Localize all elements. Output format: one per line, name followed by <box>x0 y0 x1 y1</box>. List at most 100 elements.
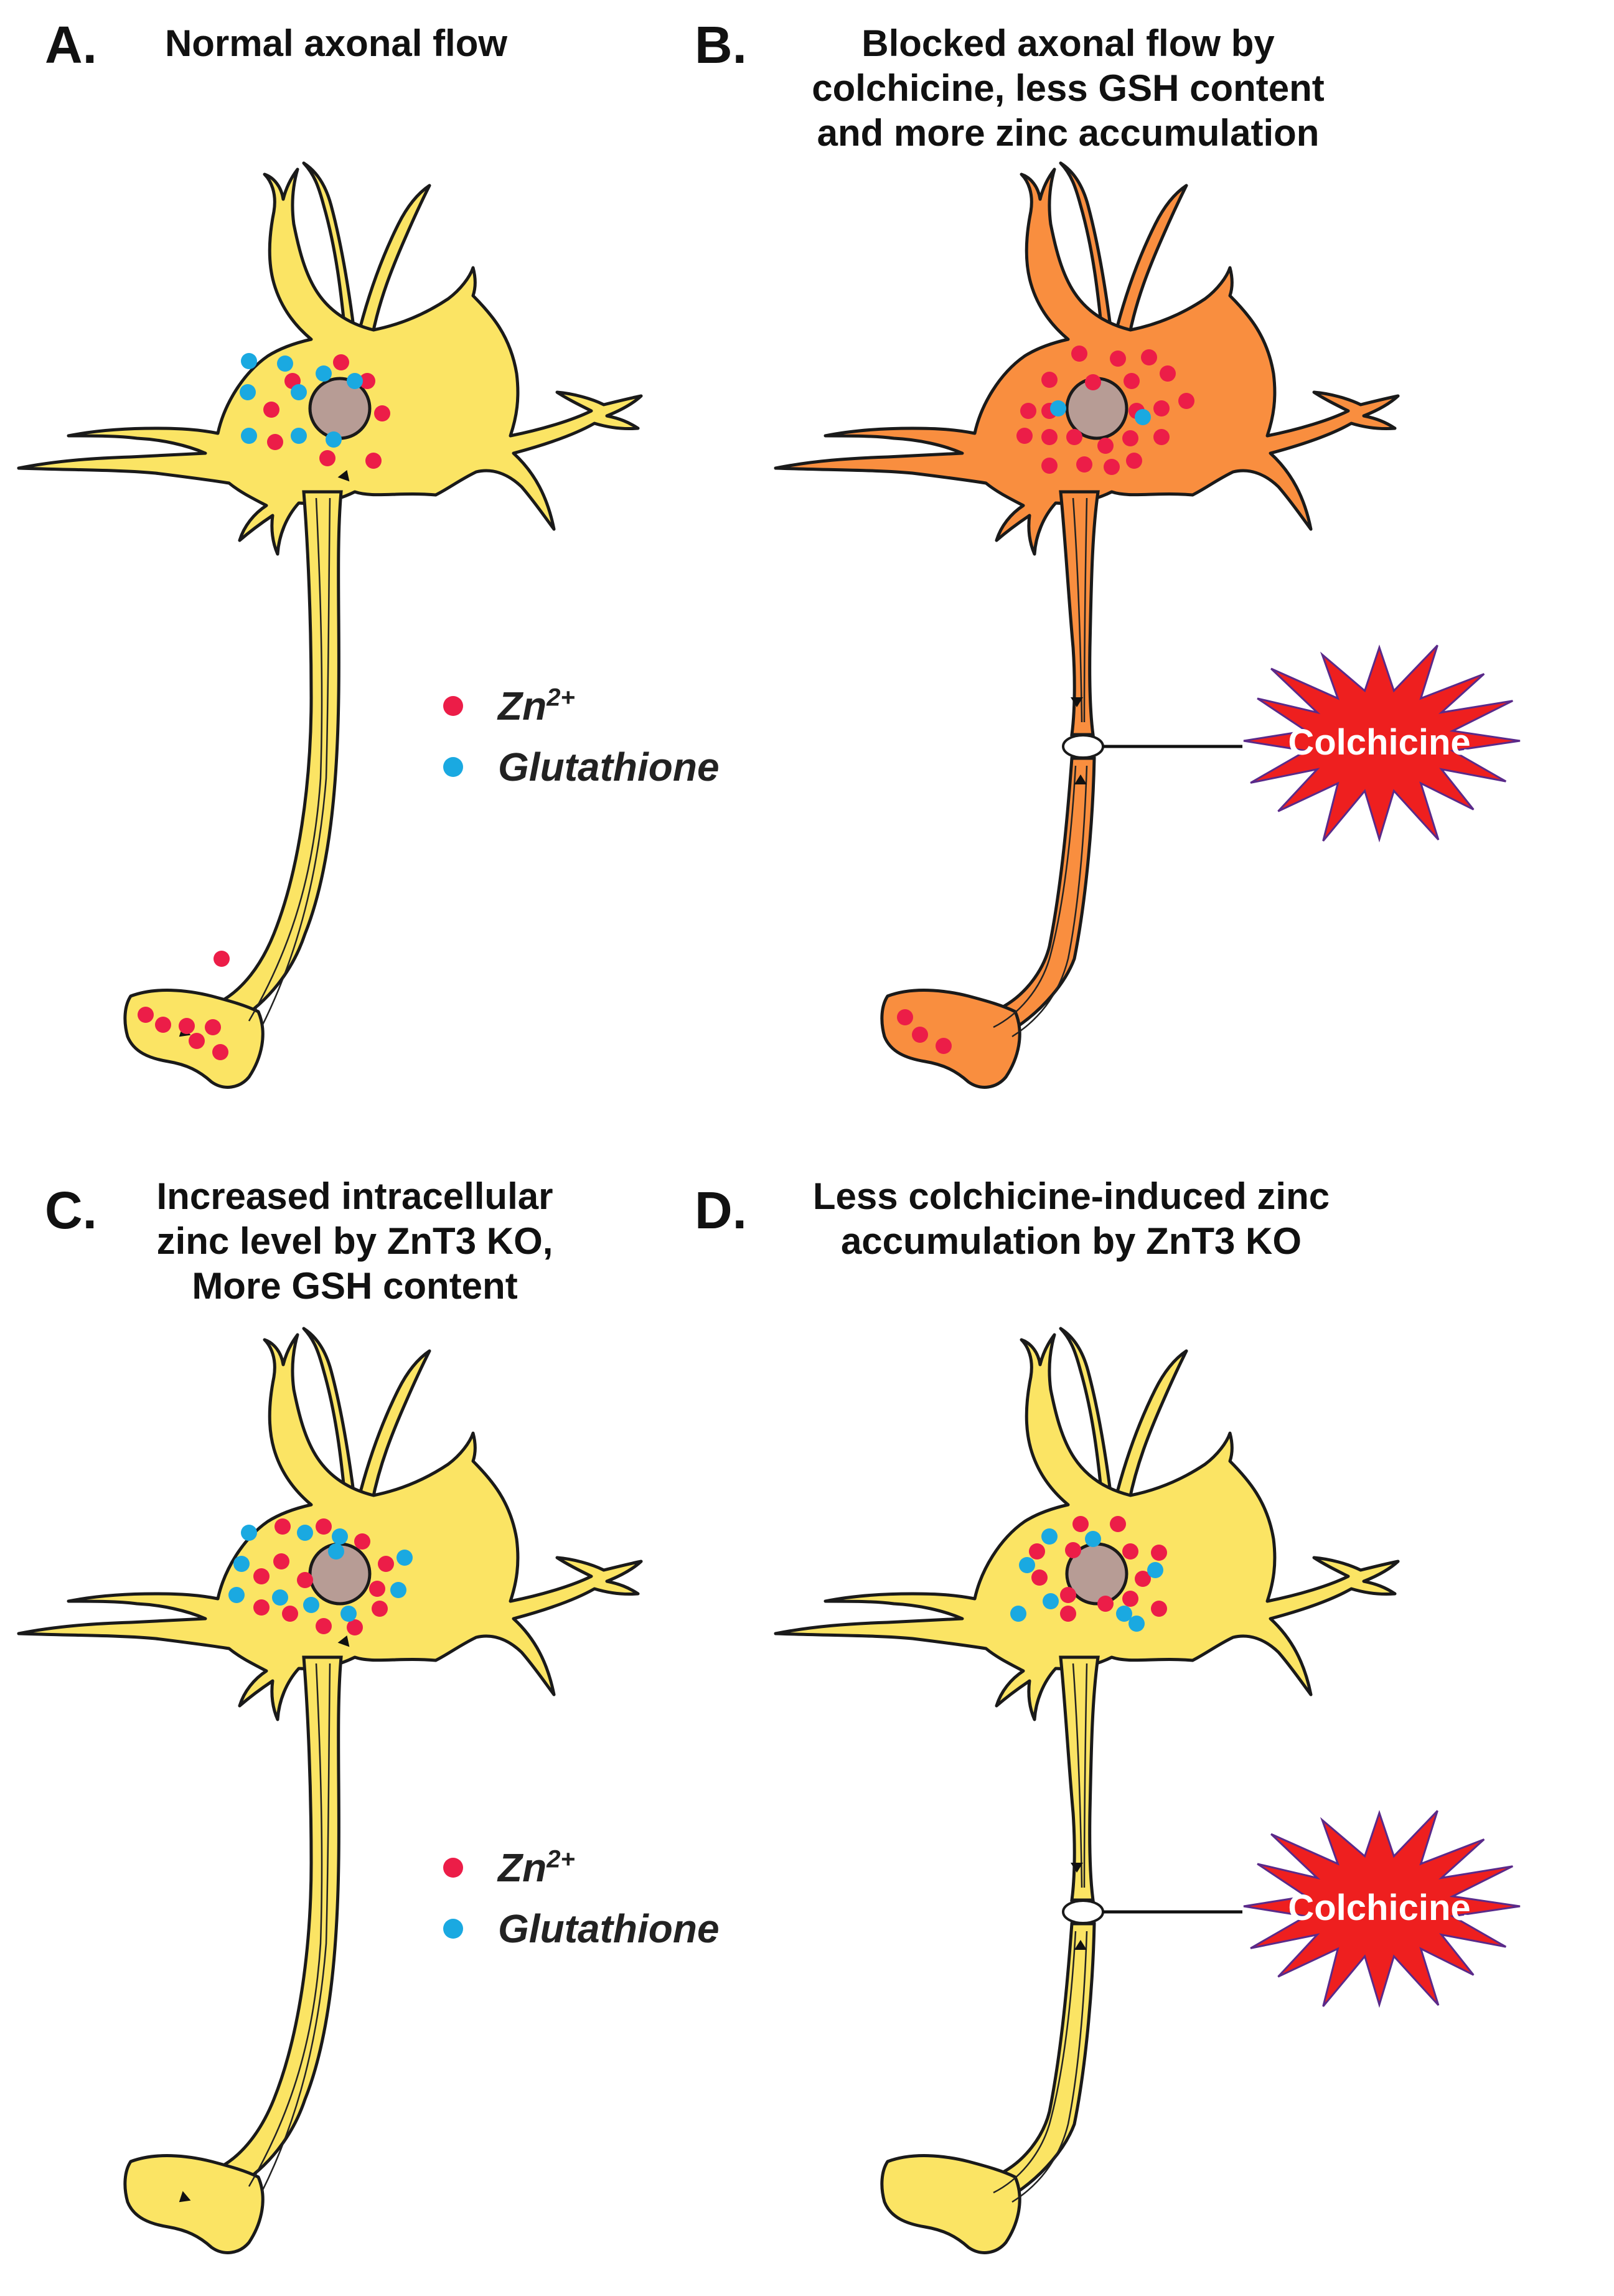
glutathione-dot <box>316 365 332 382</box>
glutathione-dot <box>291 428 307 444</box>
glutathione-dot-icon <box>443 1919 463 1939</box>
zinc-dot <box>369 1581 385 1597</box>
zinc-dot <box>1151 1545 1167 1561</box>
neuron-shape: Colchicine <box>774 161 1521 1089</box>
zinc-dot <box>1041 429 1058 445</box>
legend: Zn2+ Glutathione <box>443 1837 720 1959</box>
zinc-dot <box>1153 400 1170 416</box>
glutathione-dot <box>1019 1557 1035 1573</box>
zinc-dot <box>1122 430 1138 446</box>
glutathione-dot <box>347 373 363 389</box>
zinc-dot <box>253 1599 270 1616</box>
zinc-dot <box>359 373 375 389</box>
glutathione-dot <box>1147 1562 1163 1578</box>
axon <box>216 1655 343 2189</box>
flow-arrow-icon <box>179 2191 191 2203</box>
zinc-dot <box>912 1027 928 1043</box>
neuron-shape <box>17 161 643 1089</box>
zinc-dot <box>263 402 279 418</box>
zinc-dot <box>1151 1601 1167 1617</box>
legend-glutathione: Glutathione <box>443 736 720 797</box>
microtubule-line <box>1011 765 1088 1038</box>
glutathione-dot <box>1116 1606 1132 1622</box>
dendrite <box>1113 1349 1188 1503</box>
panel-letter: C. <box>45 1181 97 1240</box>
glutathione-dot <box>1010 1606 1026 1622</box>
dendrite <box>356 184 431 338</box>
colchicine-starburst <box>1243 1810 1521 2008</box>
dendrite <box>302 161 357 338</box>
colchicine-label: Colchicine <box>1288 722 1470 763</box>
neuron <box>17 1327 643 2254</box>
glutathione-dot <box>303 1597 319 1613</box>
glutathione-dot <box>241 353 257 369</box>
glutathione-dot <box>233 1556 250 1572</box>
flow-arrow-icon <box>1071 1863 1083 1873</box>
dendrite <box>1059 161 1114 338</box>
glutathione-dot <box>297 1525 313 1541</box>
glutathione-dot <box>241 1525 257 1541</box>
zinc-dot <box>1029 1543 1045 1560</box>
zinc-dot <box>1041 458 1058 474</box>
zinc-dot <box>1135 1571 1151 1587</box>
panel-a: A. Normal axonal flow Zn2+ Glutathione <box>0 0 807 1131</box>
zinc-dot-icon <box>443 696 463 716</box>
zinc-dot <box>347 1619 363 1635</box>
colchicine-label: Colchicine <box>1288 1888 1470 1928</box>
zinc-dot <box>1071 346 1087 362</box>
zinc-dot <box>1020 403 1036 419</box>
legend-glutathione: Glutathione <box>443 1898 720 1959</box>
zinc-dot <box>1122 1591 1138 1607</box>
zinc-dot <box>1104 459 1120 475</box>
zinc-dot <box>936 1038 952 1054</box>
microtubule-line <box>1072 497 1083 723</box>
glutathione-dot <box>1135 409 1151 425</box>
zinc-dot <box>1097 1596 1114 1612</box>
glutathione-dot <box>1043 1593 1059 1609</box>
zinc-dot <box>1060 1606 1076 1622</box>
microtubule-line <box>993 765 1077 1028</box>
zinc-dot <box>354 1533 370 1550</box>
glutathione-dot <box>328 1543 344 1560</box>
zinc-dot <box>1110 1516 1126 1532</box>
glutathione-dot <box>291 384 307 400</box>
glutathione-dot <box>1041 1528 1058 1545</box>
zinc-dot <box>253 1568 270 1584</box>
glutathione-dot <box>1085 1531 1101 1547</box>
flow-arrow-icon <box>337 1635 350 1647</box>
glutathione-dot <box>396 1550 413 1566</box>
panel-title: Normal axonal flow <box>164 22 508 64</box>
zinc-dot <box>274 1518 291 1535</box>
zinc-dot <box>1122 1543 1138 1560</box>
zinc-dot <box>1124 373 1140 389</box>
panel-letter: B. <box>695 16 747 74</box>
axon-lower <box>997 756 1096 1028</box>
legend-zinc: Zn2+ <box>443 1837 720 1898</box>
zinc-dot <box>1076 456 1092 473</box>
colchicine-starburst <box>1243 644 1521 843</box>
glutathione-dot-icon <box>443 757 463 777</box>
glutathione-dot <box>390 1582 406 1598</box>
dendrite <box>1113 184 1188 338</box>
neuron-shape <box>17 1327 643 2254</box>
cell-body <box>774 167 1400 556</box>
zinc-dot <box>212 1044 228 1060</box>
microtubule-line <box>1011 1931 1088 2203</box>
zinc-dot <box>1126 453 1142 469</box>
panel-letter: D. <box>695 1181 747 1240</box>
zinc-dot <box>205 1019 221 1035</box>
zinc-dot <box>1141 349 1157 365</box>
dendrite <box>356 1349 431 1503</box>
neuron <box>17 161 643 1089</box>
glutathione-dot <box>1050 400 1066 416</box>
glutathione-dot <box>332 1528 348 1545</box>
zinc-dot <box>189 1033 205 1049</box>
zinc-dot <box>1153 429 1170 445</box>
zinc-dot <box>316 1618 332 1634</box>
panel-title: Less colchicine-induced zinc accumulatio… <box>812 1175 1330 1262</box>
glutathione-dot <box>241 428 257 444</box>
glutathione-dot <box>326 431 342 448</box>
glutathione-dot <box>272 1589 288 1606</box>
zinc-dot <box>1110 351 1126 367</box>
glutathione-dot <box>277 355 293 372</box>
